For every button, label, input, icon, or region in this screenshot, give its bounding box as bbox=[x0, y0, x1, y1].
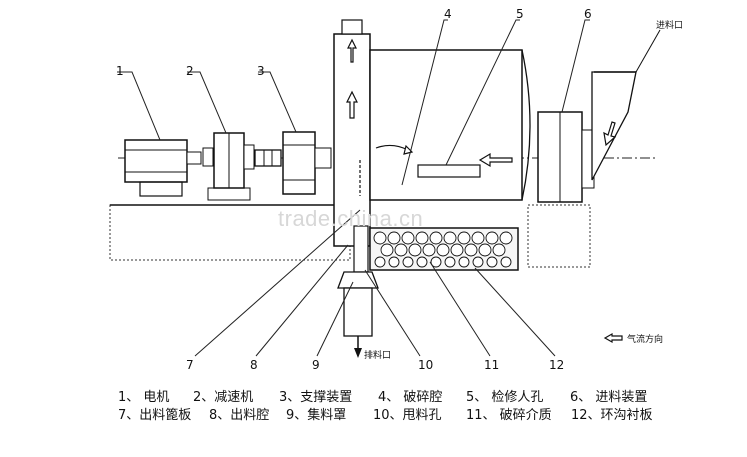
mill-drum bbox=[369, 49, 531, 201]
leader-lines-top bbox=[117, 19, 590, 186]
part-number-7: 7 bbox=[186, 358, 194, 372]
motor bbox=[124, 139, 202, 197]
part-numbers-bottom: 7 8 9 10 11 12 bbox=[186, 358, 564, 372]
part-number-12: 12 bbox=[549, 358, 564, 372]
foundation-right bbox=[527, 204, 591, 268]
leader-lines-bottom bbox=[194, 209, 556, 357]
coupling bbox=[254, 149, 282, 167]
discharge-chamber bbox=[333, 19, 371, 247]
part-number-8: 8 bbox=[250, 358, 258, 372]
part-number-3: 3 bbox=[257, 64, 265, 78]
part-number-5: 5 bbox=[516, 7, 524, 21]
part-number-10: 10 bbox=[418, 358, 433, 372]
feed-device bbox=[537, 29, 661, 203]
foundation-left bbox=[109, 204, 351, 261]
support-device bbox=[282, 131, 332, 195]
discharge-outlet-label: 排料口 bbox=[364, 349, 391, 361]
part-number-2: 2 bbox=[186, 64, 194, 78]
part-number-11: 11 bbox=[484, 358, 499, 372]
reducer bbox=[202, 132, 255, 201]
part-number-9: 9 bbox=[312, 358, 320, 372]
watermark: trade.china.cn bbox=[278, 206, 424, 231]
collecting-hood bbox=[337, 271, 379, 358]
airflow-arrows bbox=[346, 38, 623, 344]
part-number-6: 6 bbox=[584, 7, 592, 21]
part-numbers-top: 1 2 3 4 5 6 bbox=[116, 7, 592, 78]
grinding-media bbox=[369, 227, 519, 271]
part-number-4: 4 bbox=[444, 7, 452, 21]
feed-inlet-label: 进料口 bbox=[656, 19, 683, 31]
discharge-grate bbox=[353, 225, 369, 273]
airflow-direction-label: 气流方向 bbox=[627, 333, 663, 345]
part-number-1: 1 bbox=[116, 64, 124, 78]
